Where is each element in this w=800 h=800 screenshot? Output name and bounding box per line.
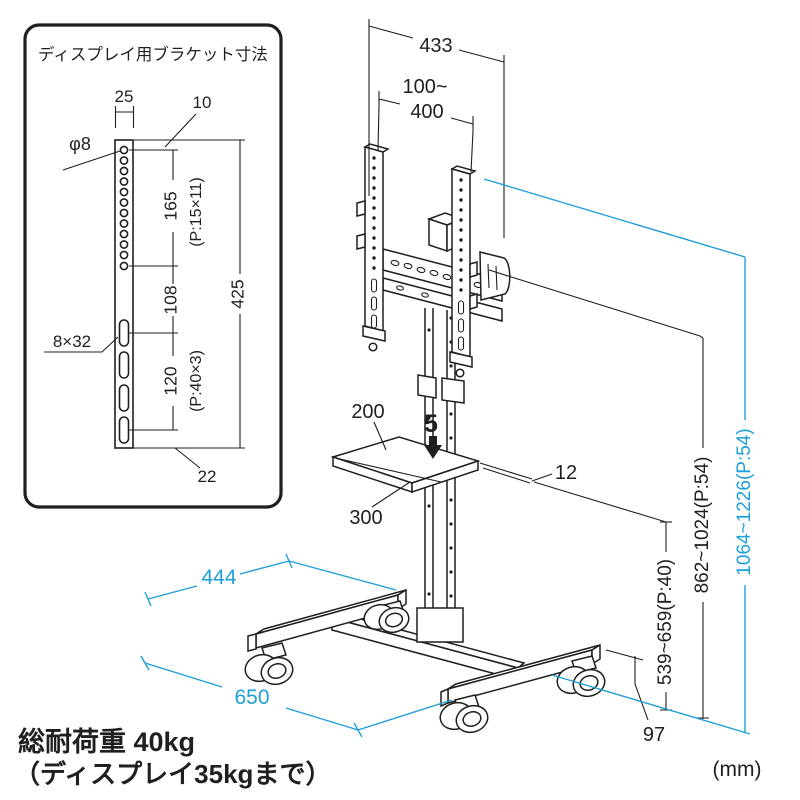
caster: [244, 642, 294, 686]
dim-vesa-range-top: 100~: [402, 76, 447, 98]
load-capacity-text: 総耐荷重 40kg: [18, 726, 195, 757]
dim-mount-top-height-range: 1064~1226(P:54): [734, 428, 755, 575]
bracket-inset: ディスプレイ用ブラケット寸法: [23, 23, 283, 509]
inset-dim-lines: [44, 106, 245, 469]
dim-shelf-300: 300: [349, 507, 382, 529]
dim-bracket-120: 120: [161, 366, 181, 395]
main-dim-lines-black: [368, 19, 709, 721]
vesa-arm-left: [356, 143, 390, 352]
dim-shelf-height-range: 539~659(P:40): [655, 559, 676, 685]
down-arrow-icon: [424, 436, 442, 459]
caster: [363, 600, 410, 634]
vesa-arm-right: [449, 165, 478, 378]
base-rail-right: [440, 643, 601, 708]
dim-base-depth-444: 444: [201, 566, 236, 589]
dim-caster-height-97: 97: [643, 724, 665, 746]
bracket-round-holes: [119, 145, 129, 271]
dim-bracket-10: 10: [193, 93, 212, 112]
pole-clamps: [417, 374, 465, 404]
load-capacity-note: （ディスプレイ35kgまで）: [14, 759, 331, 789]
dim-bracket-120-pitch: (P:40×3): [188, 350, 205, 412]
side-plate: [479, 251, 511, 301]
bracket-bar: [114, 139, 134, 449]
dim-bracket-165: 165: [161, 191, 181, 220]
dim-bracket-25: 25: [115, 87, 134, 106]
dim-vesa-range-bottom: 400: [410, 101, 443, 123]
side-plate-slots: [487, 263, 498, 291]
dim-base-width-650: 650: [234, 686, 269, 709]
dim-step-5: 5: [424, 410, 438, 438]
casters: [244, 600, 606, 734]
inset-title: ディスプレイ用ブラケット寸法: [38, 44, 268, 64]
dim-bracket-slot-size: 8×32: [53, 332, 91, 351]
dim-width-433: 433: [419, 35, 452, 57]
dim-bracket-165-pitch: (P:15×11): [188, 177, 205, 247]
cart-drawing: [244, 143, 606, 734]
dim-shelf-200: 200: [351, 401, 384, 423]
dim-shelf-thickness-12: 12: [555, 462, 577, 484]
caster: [439, 694, 489, 734]
unit-label: (mm): [713, 758, 762, 781]
base-rail-left: [247, 588, 407, 652]
caster: [556, 655, 606, 698]
dim-bracket-425: 425: [228, 279, 248, 308]
main-dim-lines-cyan: [140, 178, 751, 738]
bracket-slots: [118, 319, 130, 444]
inset-border: [23, 23, 283, 509]
shelf: [330, 436, 481, 494]
dim-bracket-108: 108: [161, 285, 181, 314]
dim-bracket-hole-dia: φ8: [69, 134, 91, 154]
dim-bracket-22: 22: [198, 467, 217, 486]
dim-mount-bottom-height-range: 862~1024(P:54): [692, 457, 713, 594]
